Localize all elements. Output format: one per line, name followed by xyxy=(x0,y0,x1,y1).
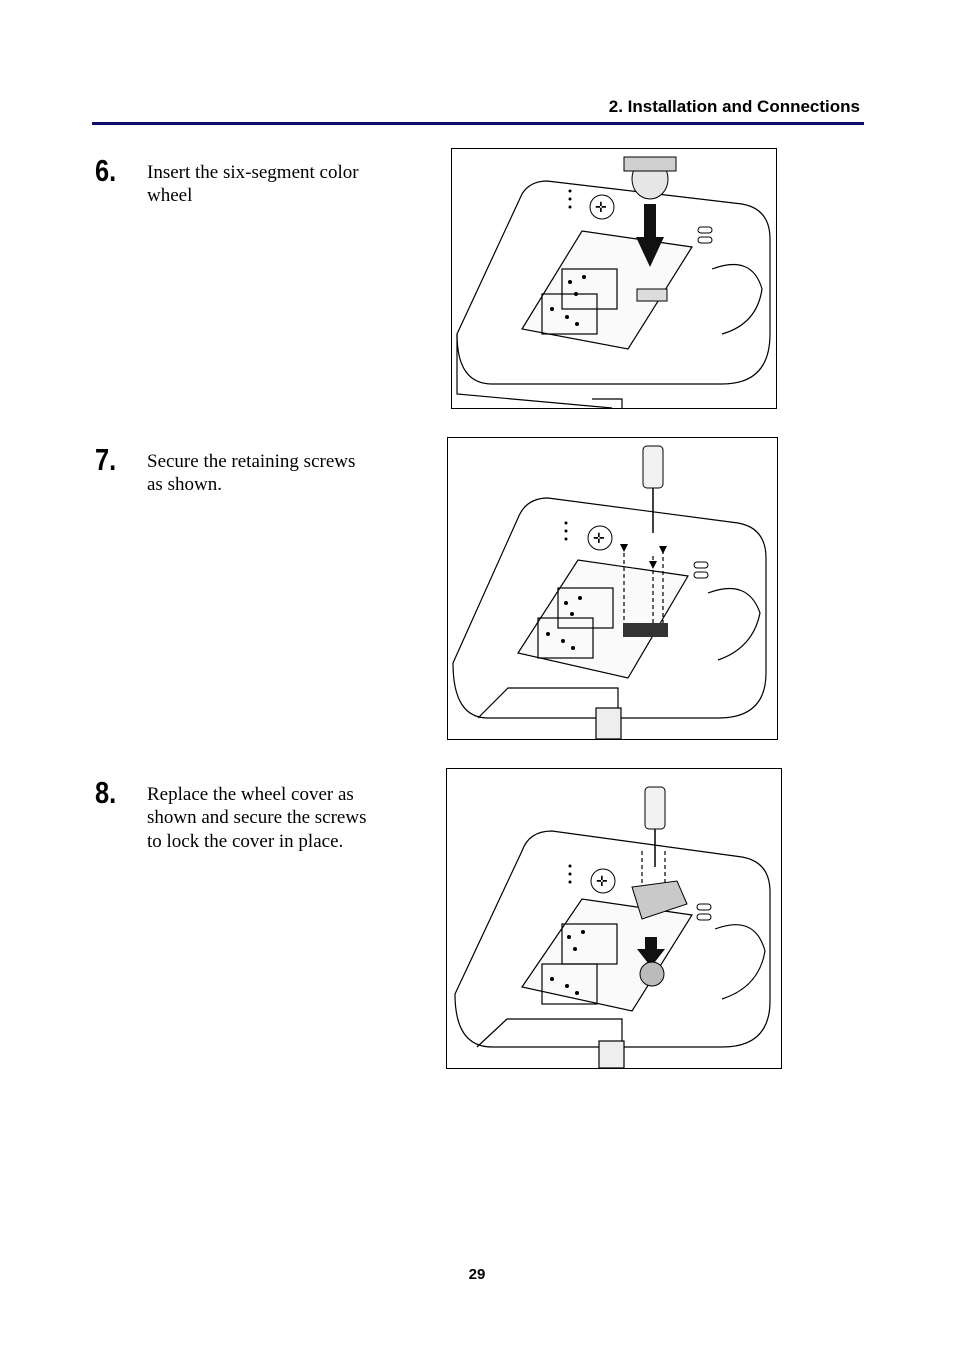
header-rule xyxy=(92,122,864,125)
step-8-text: Replace the wheel cover as shown and sec… xyxy=(147,784,367,852)
svg-text:✛: ✛ xyxy=(593,531,605,547)
svg-text:✛: ✛ xyxy=(595,200,607,216)
page-number: 29 xyxy=(468,1266,486,1283)
step-6-illustration: ✛ xyxy=(451,148,777,409)
step-7-illustration: ✛ xyxy=(447,437,778,740)
step-7-number: 7. xyxy=(95,442,117,477)
step-7-text: Secure the retaining screws as shown. xyxy=(147,451,356,496)
step-8-illustration: ✛ xyxy=(446,768,782,1069)
step-8-number: 8. xyxy=(95,775,117,810)
step-6-text: Insert the six-segment color wheel xyxy=(147,162,359,207)
svg-text:✛: ✛ xyxy=(596,874,608,890)
step-6-number: 6. xyxy=(95,153,117,188)
section-title: 2. Installation and Connections xyxy=(608,97,860,116)
